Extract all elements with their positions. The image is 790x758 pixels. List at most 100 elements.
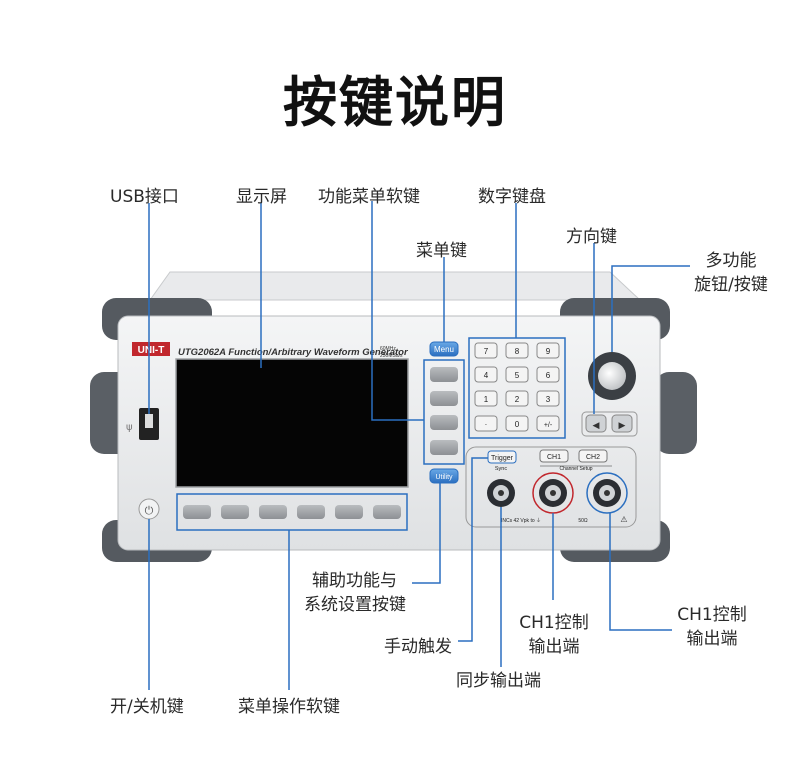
display-screen	[175, 358, 409, 488]
numeric-keypad-label: 数字键盘	[478, 187, 546, 207]
key-4	[474, 366, 498, 383]
direction-keys-label: 方向键	[566, 227, 617, 247]
softkey-5	[335, 505, 363, 519]
function-softkey-4	[430, 440, 458, 455]
arrow-right-key	[611, 414, 633, 433]
multi-knob	[598, 362, 626, 390]
ch1-output-label-2: 输出端	[528, 637, 580, 657]
key-dot-label: ·	[485, 420, 488, 429]
arrow-left-icon: ◀	[593, 421, 600, 431]
aux-label-1: 辅助功能与	[312, 571, 397, 591]
function-softkey-box	[423, 359, 465, 465]
key-1	[474, 390, 498, 407]
arrow-right-icon: ▶	[619, 421, 626, 431]
ch2-button-label: CH2	[586, 454, 600, 461]
sync-output-label: 同步输出端	[456, 671, 541, 691]
ch2-output-label-2: 输出端	[686, 629, 738, 649]
sync-label: Sync	[495, 466, 507, 472]
keypad-box	[468, 337, 566, 439]
spec-line-2: 250MSa/s	[380, 353, 403, 359]
multi-knob-label-2: 旋钮/按键	[694, 275, 768, 295]
softkey-4	[297, 505, 325, 519]
key-8-label: 8	[515, 347, 520, 356]
key-9	[536, 342, 560, 359]
softkey-3	[259, 505, 287, 519]
top-cover	[149, 271, 642, 301]
brand-logo	[132, 342, 170, 356]
key-plusminus	[536, 415, 560, 432]
ch2-bnc-pin	[604, 490, 610, 496]
warning-icon: ⚠	[620, 515, 627, 524]
power-icon: ⏻	[145, 504, 154, 517]
function-softkey-1	[430, 367, 458, 382]
key-dot	[474, 415, 498, 432]
trigger-button	[487, 450, 517, 464]
ch2-output-label-1: CH1控制	[677, 605, 747, 625]
key-2	[505, 390, 529, 407]
key-0	[505, 415, 529, 432]
function-softkey-callout-line	[371, 201, 424, 421]
function-softkey-3	[430, 415, 458, 430]
ch1-button	[539, 449, 569, 463]
page-title: 按键说明	[283, 71, 507, 134]
multi-knob-label-1: 多功能	[705, 251, 757, 271]
softkey-2	[221, 505, 249, 519]
softkey-box	[176, 493, 408, 531]
function-softkey-2	[430, 391, 458, 406]
display-label: 显示屏	[236, 187, 287, 207]
brand-logo-text: UNI-T	[138, 345, 165, 356]
arrow-left-key	[585, 414, 607, 433]
key-6	[536, 366, 560, 383]
ch2-button	[578, 449, 608, 463]
key-plusminus-label: +/-	[544, 422, 553, 429]
numeric-keypad: 7 8 9 4 5 6 1 2 3 · 0 +/-	[474, 342, 560, 432]
key-1-label: 1	[484, 395, 489, 404]
usb-port-inner	[145, 414, 153, 428]
menu-button-label: Menu	[434, 345, 454, 354]
utility-button	[429, 468, 459, 484]
function-softkey-label: 功能菜单软键	[318, 187, 420, 207]
impedance-label: 50Ω	[578, 518, 588, 524]
sync-bnc-pin	[498, 490, 504, 496]
key-0-label: 0	[515, 420, 520, 429]
utility-button-label: Utility	[435, 474, 453, 481]
ch2-output-ring	[586, 472, 628, 514]
usb-icon: ψ	[126, 422, 133, 433]
key-4-label: 4	[484, 371, 489, 380]
callout-lines	[148, 201, 690, 690]
power-key-label: 开/关机键	[110, 697, 184, 717]
ch1-output-label-1: CH1控制	[519, 613, 589, 633]
key-5	[505, 366, 529, 383]
menu-softkeys	[183, 505, 401, 519]
softkey-6	[373, 505, 401, 519]
handle-right	[655, 372, 697, 454]
key-7	[474, 342, 498, 359]
key-3	[536, 390, 560, 407]
model-text: UTG2062A Function/Arbitrary Waveform Gen…	[178, 347, 409, 358]
arrow-keys-box	[581, 411, 638, 437]
manual-trigger-label: 手动触发	[384, 637, 452, 657]
aux-label-2: 系统设置按键	[304, 595, 406, 615]
spec-line-1: 60MHz	[380, 346, 396, 352]
key-9-label: 9	[546, 347, 551, 356]
key-5-label: 5	[515, 371, 520, 380]
key-8	[505, 342, 529, 359]
menu-key-label: 菜单键	[416, 241, 467, 261]
ch2-callout-line	[609, 513, 672, 631]
trigger-button-label: Trigger	[491, 455, 514, 462]
menu-softkeys-label: 菜单操作软键	[238, 697, 340, 717]
ch1-button-label: CH1	[547, 454, 561, 461]
channel-setup-label: Channel Setup	[559, 466, 592, 472]
softkey-1	[183, 505, 211, 519]
key-3-label: 3	[546, 395, 551, 404]
key-2-label: 2	[515, 395, 520, 404]
utility-callout-line	[412, 483, 441, 584]
ch1-bnc-pin	[550, 490, 556, 496]
key-6-label: 6	[546, 371, 551, 380]
voltage-warning: INCs 42 Vpk to ⏚	[501, 517, 541, 524]
output-region	[465, 446, 637, 528]
trigger-callout-line	[458, 457, 488, 642]
key-7-label: 7	[484, 347, 489, 356]
usb-label: USB接口	[110, 187, 179, 207]
